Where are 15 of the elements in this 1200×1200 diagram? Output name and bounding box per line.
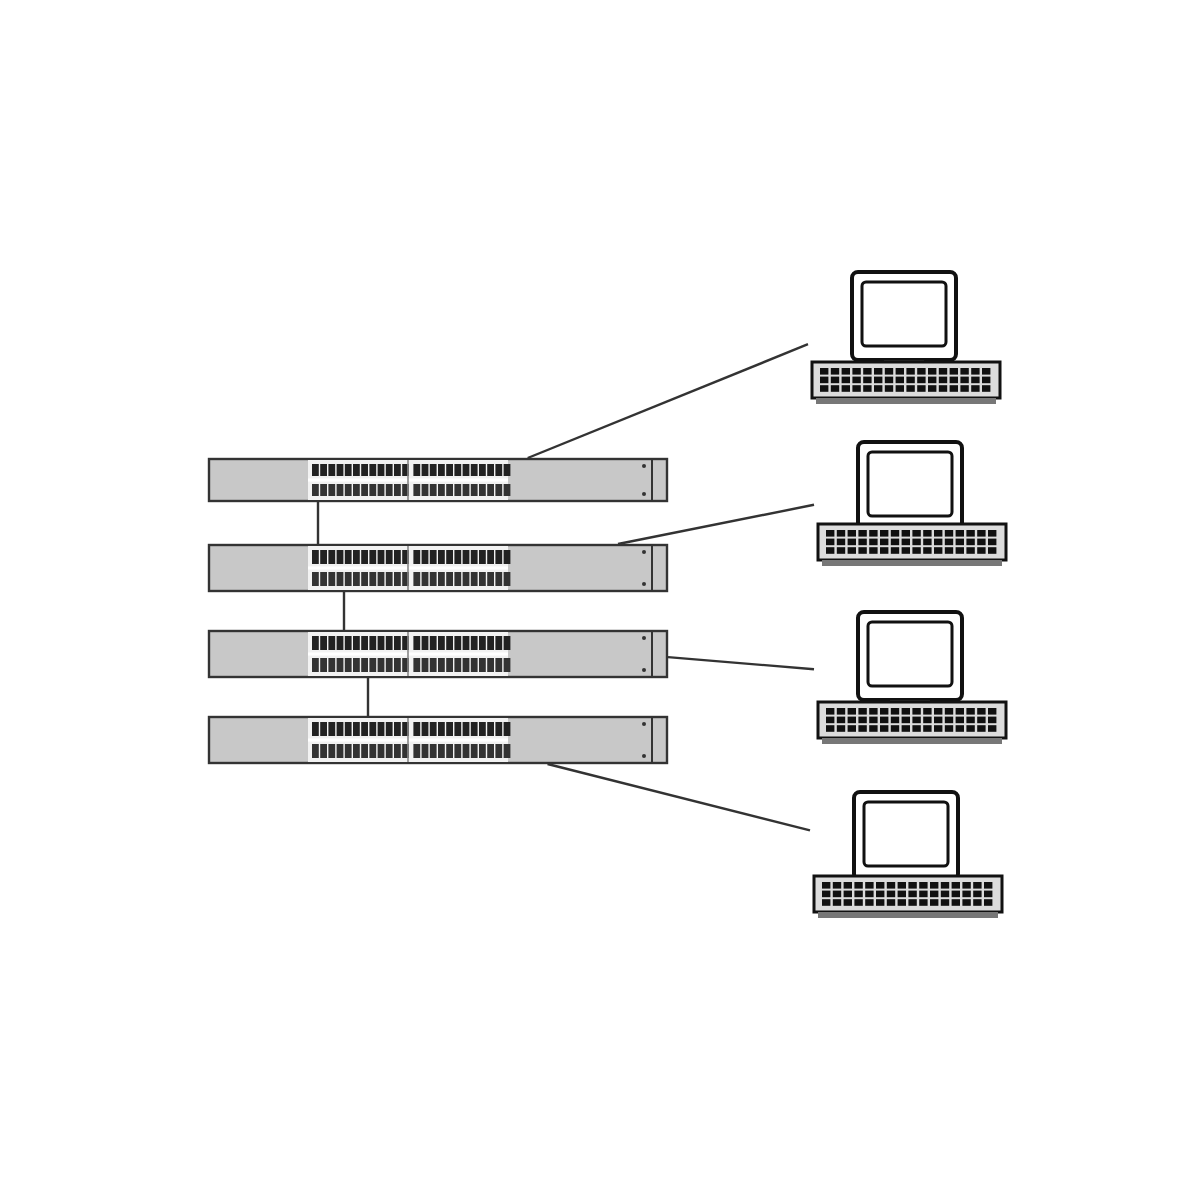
connection-line [547, 762, 811, 832]
desktop-computer-drawing [810, 790, 1006, 920]
connection-line [316, 502, 320, 544]
desktop-computer-drawing [814, 440, 1010, 568]
network-switch-drawing [208, 544, 668, 592]
connection-line [667, 656, 815, 671]
network-switch-drawing [208, 716, 668, 764]
connection-line [527, 343, 809, 460]
connection-line [366, 678, 370, 716]
network-switch-drawing [208, 630, 668, 678]
desktop-computer-drawing [808, 270, 1004, 406]
network-switch-drawing [208, 458, 668, 502]
connection-line [617, 503, 815, 546]
desktop-computer-drawing [814, 610, 1010, 746]
connection-line [342, 592, 346, 630]
